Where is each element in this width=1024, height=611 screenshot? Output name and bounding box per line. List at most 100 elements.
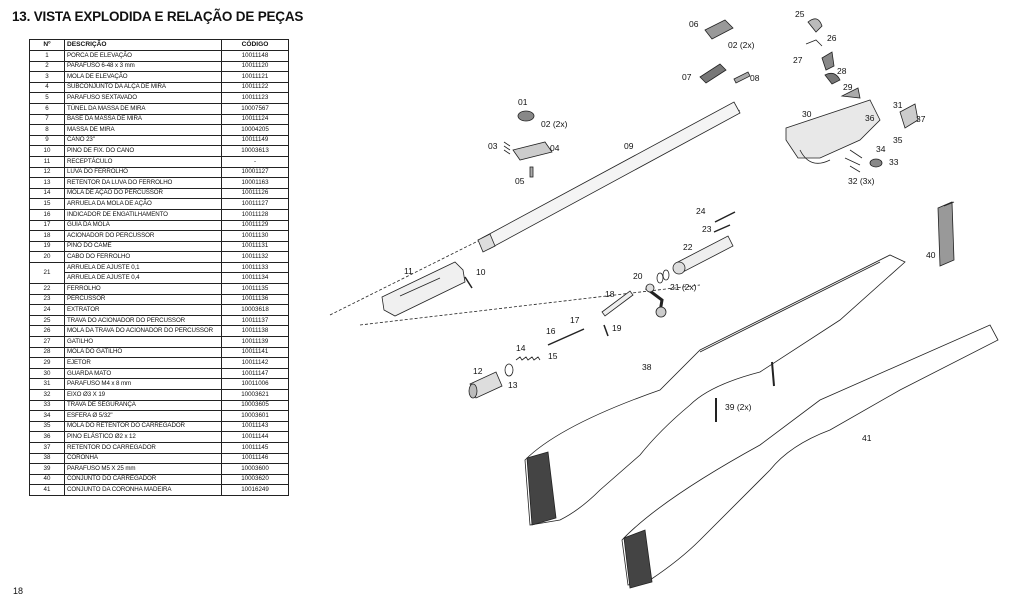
part-description: MOLA DE AÇÃO DO PERCUSSOR <box>64 187 222 200</box>
callout-label: 16 <box>546 326 556 336</box>
part-description: FERROLHO <box>64 283 222 295</box>
part-description: ARRUELA DE AJUSTE 0,1 <box>64 261 222 274</box>
part-number: 32 <box>29 389 65 401</box>
part-number: 37 <box>29 441 65 454</box>
callout-label: 09 <box>624 141 634 151</box>
part-description: TRAVA DE SEGURANÇA <box>64 399 222 412</box>
part-code: 10011137 <box>221 314 289 327</box>
part-code: 10003618 <box>221 304 289 316</box>
part-number: 5 <box>29 92 65 104</box>
part-number: 2 <box>29 60 65 73</box>
part-description: ESFERA Ø 5/32" <box>64 410 222 422</box>
callout-label: 35 <box>893 135 903 145</box>
part-code: 10011128 <box>221 208 289 221</box>
part-number: 14 <box>29 187 65 200</box>
callout-label: 40 <box>926 250 936 260</box>
part-description: EIXO Ø3 X 19 <box>64 389 222 401</box>
callout-label: 15 <box>548 351 558 361</box>
part-code: 10011121 <box>221 71 289 83</box>
callout-label: 30 <box>802 109 812 119</box>
actuator-part <box>601 290 634 317</box>
part-code: 10001163 <box>221 177 289 189</box>
part-number: 26 <box>29 325 65 338</box>
callout-label: 10 <box>476 267 486 277</box>
callout-label: 11 <box>404 266 413 276</box>
part-number: 34 <box>29 410 65 422</box>
bolt-handle-part <box>645 283 667 318</box>
part-description: CONJUNTO DA CORONHA MADEIRA <box>64 484 222 496</box>
part-code: 10003605 <box>221 399 289 412</box>
part-number: 39 <box>29 463 65 475</box>
callout-label: 18 <box>605 289 615 299</box>
part-code: 10011129 <box>221 219 289 232</box>
callout-label: 33 <box>889 157 899 167</box>
wood-stock-part <box>621 324 999 589</box>
part-code: 10011132 <box>221 251 289 263</box>
callout-label: 27 <box>793 55 803 65</box>
callout-label: 41 <box>862 433 872 443</box>
callout-label: 29 <box>843 82 853 92</box>
synthetic-stock-part <box>524 254 906 526</box>
callout-label: 17 <box>570 315 580 325</box>
callout-label: 20 <box>633 271 643 281</box>
callout-label: 28 <box>837 66 847 76</box>
part-code: 10003621 <box>221 389 289 401</box>
part-number: 13 <box>29 177 65 189</box>
part-number: 35 <box>29 420 65 433</box>
part-number: 33 <box>29 399 65 412</box>
part-code: 10003620 <box>221 473 289 486</box>
callout-label: 02 (2x) <box>728 40 755 50</box>
part-description: GATILHO <box>64 336 222 348</box>
part-number: 41 <box>29 484 65 496</box>
part-number: 15 <box>29 198 65 210</box>
callout-label: 19 <box>612 323 622 333</box>
part-code: 10011148 <box>221 50 289 62</box>
part-code: 10011126 <box>221 187 289 200</box>
part-number: 10 <box>29 145 65 157</box>
part-description: MOLA DE ELEVAÇÃO <box>64 71 222 83</box>
part-code: 10011147 <box>221 367 289 380</box>
part-code: 10001127 <box>221 166 289 179</box>
pin-part <box>464 276 473 289</box>
receiver-part <box>381 261 466 317</box>
part-code: 10003601 <box>221 410 289 422</box>
screw-part <box>771 361 775 387</box>
part-number: 17 <box>29 219 65 232</box>
part-number: 28 <box>29 346 65 359</box>
part-description: ARRUELA DE AJUSTE 0,4 <box>64 272 222 285</box>
callout-label: 02 (2x) <box>541 119 568 129</box>
part-description: PINO DE FIX. DO CANO <box>64 145 222 157</box>
part-description: PINO DO CAME <box>64 240 222 253</box>
part-code: 10011136 <box>221 293 289 306</box>
part-description: MOLA DO GATILHO <box>64 346 222 359</box>
part-code: 10011135 <box>221 283 289 295</box>
part-description: RETENTOR DO CARREGADOR <box>64 441 222 454</box>
part-code: 10016249 <box>221 484 289 496</box>
part-description: GUIA DA MOLA <box>64 219 222 232</box>
part-number: 4 <box>29 81 65 94</box>
part-code: 10011149 <box>221 134 289 147</box>
part-code: 10007567 <box>221 102 289 115</box>
callout-label: 06 <box>689 19 699 29</box>
part-description: RECEPTÁCULO <box>64 155 222 168</box>
callout-label: 31 <box>893 100 903 110</box>
callout-label: 03 <box>488 141 498 151</box>
trigger-parts <box>805 18 861 99</box>
callout-label: 12 <box>473 366 483 376</box>
